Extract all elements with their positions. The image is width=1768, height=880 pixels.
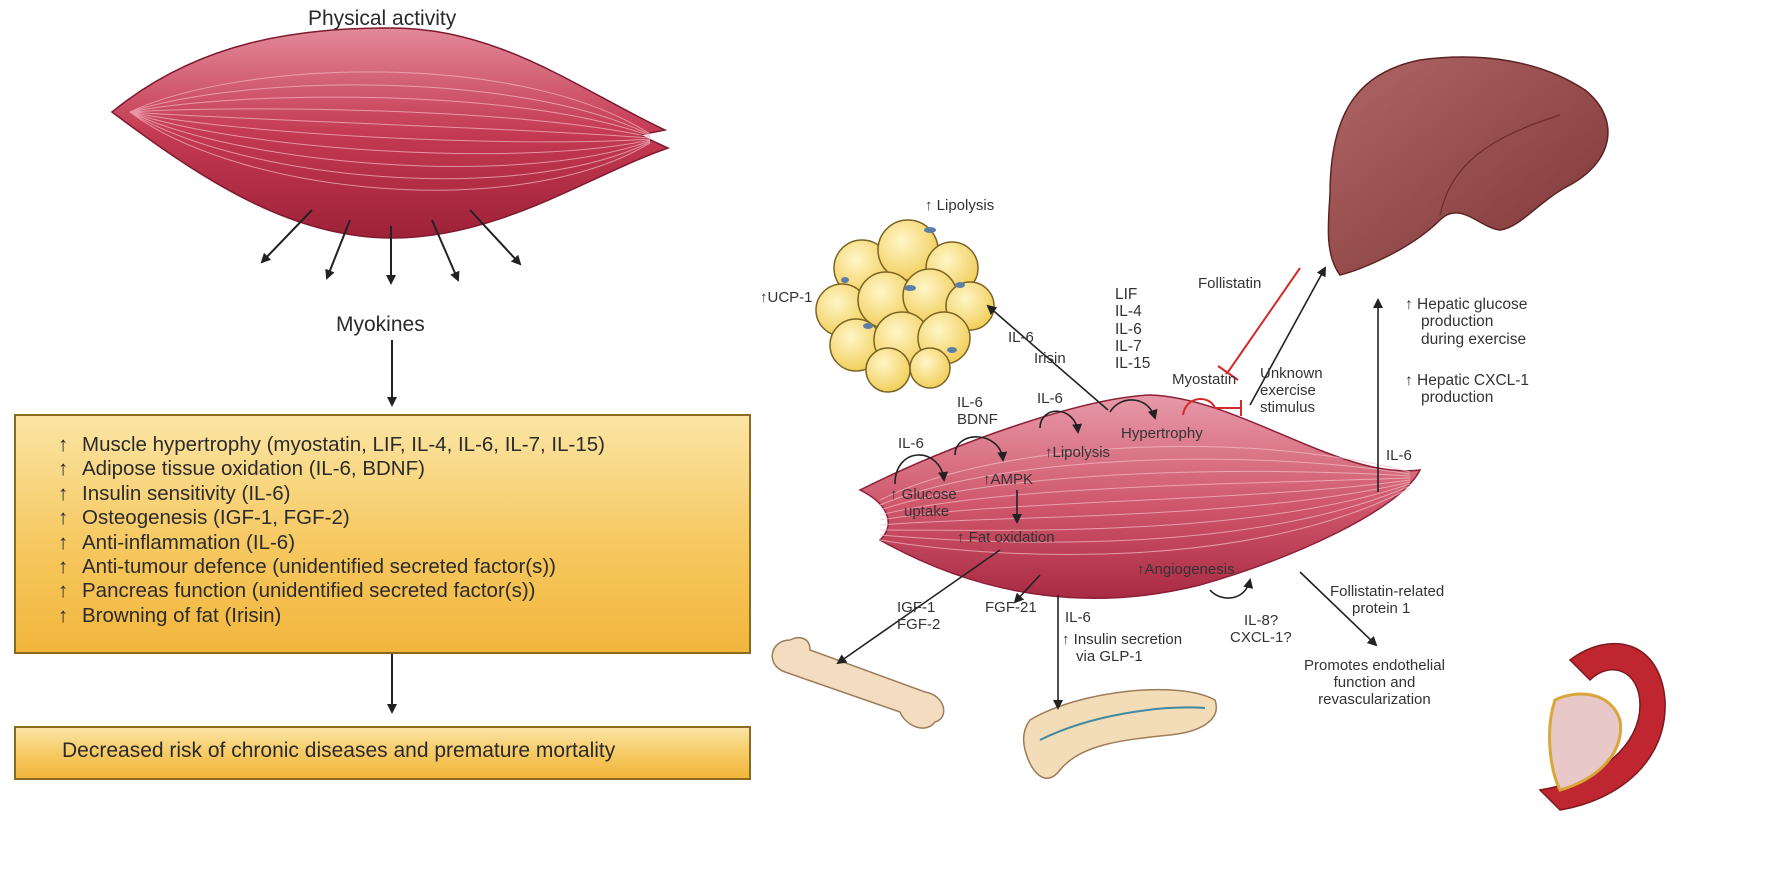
list-item: ↑Osteogenesis (IGF-1, FGF-2) [58, 506, 605, 530]
bone [772, 638, 943, 728]
igf-fgf-label: IGF-1 FGF-2 [897, 600, 940, 634]
fat-cell-cluster [816, 220, 994, 392]
hypertrophy-factors-list: LIF IL-4 IL-6 IL-7 IL-15 [1115, 286, 1150, 373]
up-arrow-icon: ↑ [58, 457, 82, 481]
list-item: ↑Anti-inflammation (IL-6) [58, 531, 605, 555]
il6-bdnf-label: IL-6 BDNF [957, 395, 998, 429]
list-item: ↑Adipose tissue oxidation (IL-6, BDNF) [58, 457, 605, 481]
pancreas [1024, 690, 1217, 779]
fat-oxidation-label: ↑ Fat oxidation [957, 530, 1055, 547]
follistatin-related-label: Follistatin-related protein 1 [1330, 584, 1444, 618]
il6-irisin-label: IL-6 Irisin [1008, 330, 1066, 368]
up-arrow-icon: ↑ [58, 433, 82, 457]
up-arrow-icon: ↑ [58, 482, 82, 506]
list-item: ↑Pancreas function (unidentified secrete… [58, 579, 605, 603]
myostatin-label: Myostatin [1172, 372, 1236, 389]
physical-activity-label: Physical activity [308, 7, 456, 31]
follistatin-label: Follistatin [1198, 276, 1261, 293]
myokines-label: Myokines [336, 313, 425, 337]
liver [1328, 57, 1608, 275]
hepatic-glucose-label: ↑ Hepatic glucose production during exer… [1405, 296, 1527, 348]
hypertrophy-label: Hypertrophy [1121, 426, 1203, 443]
list-item: ↑Browning of fat (Irisin) [58, 604, 605, 628]
glucose-uptake-label: ↑ Glucose uptake [890, 487, 957, 521]
il6-liver-label: IL-6 [1386, 448, 1412, 465]
lipolysis-top-label: ↑ Lipolysis [925, 198, 994, 215]
left-muscle [112, 28, 668, 238]
benefits-list: ↑Muscle hypertrophy (myostatin, LIF, IL-… [58, 433, 605, 628]
up-arrow-icon: ↑ [58, 604, 82, 628]
il8-cxcl-label: IL-8? CXCL-1? [1230, 613, 1292, 647]
list-item: ↑Anti-tumour defence (unidentified secre… [58, 555, 605, 579]
up-arrow-icon: ↑ [58, 555, 82, 579]
endothelial-label: Promotes endothelial function and revasc… [1304, 658, 1445, 708]
fgf21-label: FGF-21 [985, 600, 1037, 617]
blood-vessel [1540, 644, 1665, 810]
insulin-secretion-label: ↑ Insulin secretion via GLP-1 [1062, 632, 1182, 666]
angiogenesis-label: ↑Angiogenesis [1137, 562, 1235, 579]
list-item: ↑Muscle hypertrophy (myostatin, LIF, IL-… [58, 433, 605, 457]
up-arrow-icon: ↑ [58, 506, 82, 530]
up-arrow-icon: ↑ [58, 579, 82, 603]
up-arrow-icon: ↑ [58, 531, 82, 555]
ampk-label: ↑AMPK [983, 472, 1033, 489]
list-item: ↑Insulin sensitivity (IL-6) [58, 482, 605, 506]
lipolysis-mid-label: ↑Lipolysis [1045, 445, 1110, 462]
il6-glucose-label: IL-6 [898, 436, 924, 453]
il6-insulin-label: IL-6 [1065, 610, 1091, 627]
unknown-stimulus-label: Unknown exercise stimulus [1260, 366, 1323, 416]
il6-lipolysis-label: IL-6 [1037, 391, 1063, 408]
hepatic-cxcl-label: ↑ Hepatic CXCL-1 production [1405, 372, 1529, 407]
outcome-label: Decreased risk of chronic diseases and p… [62, 739, 615, 763]
ucp1-label: ↑UCP-1 [760, 290, 813, 307]
